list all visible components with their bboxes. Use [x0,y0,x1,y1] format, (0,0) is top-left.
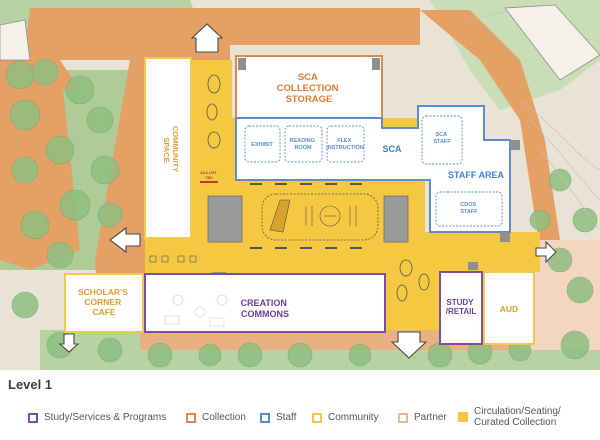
room-label: CORNER [84,297,121,307]
legend-label: Circulation/Seating/ Curated Collection [474,406,561,428]
room-label: CREATION [241,298,287,308]
room-label: EXHIBIT [251,142,273,148]
room-label: SCA [298,72,318,83]
room-label: SCA [382,144,402,154]
adjacent-building [0,19,31,61]
room-sca-staff [421,115,463,165]
room-label: STORAGE [286,94,333,105]
room-label: SPACE [162,137,171,162]
room-label: COLLECTION [277,83,339,94]
room-label: CAFE [92,307,115,317]
legend-swatch [458,412,468,422]
legend-label: Community [328,412,379,423]
ada-sign-left: ADA LIST TBD [200,171,218,183]
svg-text:COMMUNITY SPACE: COMMUNITY SPACE [162,126,180,174]
seating-pods [206,74,430,302]
room-label: COMMUNITY [171,126,180,172]
entrance-arrow-icon [390,331,428,359]
room-label: SCA [436,132,448,138]
structural-column [238,58,246,70]
entrance-arrow-icon [190,23,224,53]
room-reading-room [284,125,323,163]
legend-label: Collection [202,412,246,423]
svg-text:CDOS STAFF: CDOS STAFF [460,202,478,215]
structural-column [372,58,380,70]
central-seating [207,183,409,249]
room-label: READING [290,138,315,144]
svg-text:SCA STAFF: SCA STAFF [433,132,451,145]
paving-area [20,8,420,90]
room-label: STUDY [446,298,474,307]
room-label: COMMONS [241,309,289,319]
legend-swatch [186,412,196,423]
svg-text:EXHIBIT: EXHIBIT [251,142,273,148]
adjacent-building [504,4,600,81]
entrance-arrow-icon [58,333,80,353]
legend-item-collection: Collection [186,412,246,423]
legend-swatch [398,412,408,423]
legend-swatch [260,412,270,423]
legend-item-circulation: Circulation/Seating/ Curated Collection [458,406,561,428]
svg-text:READING ROOM: READING ROOM [290,138,317,151]
room-label: FLEX [337,138,351,144]
svg-text:ADA LIST TBD: ADA LIST TBD [200,171,217,180]
structural-column [510,140,520,150]
circulation-area [380,310,440,330]
room-label: STAFF AREA [448,170,504,180]
furniture [164,294,228,327]
svg-text:SCA: SCA [382,144,402,154]
room-sca-collection-storage [235,55,383,119]
structural-column [500,232,510,242]
room-label: ROOM [294,145,312,151]
room-label: INSTRUCTION [326,145,364,151]
svg-text:CREATION COMMONS: CREATION COMMONS [241,298,290,319]
legend-label: Staff [276,412,297,423]
legend-item-staff: Staff [260,412,296,423]
sign-label: ADA LIST [200,171,217,175]
entrance-arrow-icon [535,240,557,264]
room-cdos-staff [435,191,503,227]
room-flex-instruction [326,125,365,163]
paving-area [95,55,145,330]
zone-sca [235,105,511,233]
svg-text:AUD: AUD [500,304,518,314]
room-community-space [144,57,192,239]
level-title: Level 1 [8,377,53,392]
room-label: SCHOLAR'S [78,287,128,297]
legend-item-study: Study/Services & Programs [28,412,166,423]
legend-swatch [28,412,38,423]
paving-area [0,40,80,270]
room-label: STAFF [433,139,451,145]
structural-column [468,262,478,270]
room-label: CDOS [460,202,476,208]
svg-text:SCA COLLECTION STORAGE: SCA COLLECTION STORAGE [277,72,341,105]
entrance-arrow-icon [109,226,141,254]
room-label: STAFF [460,209,478,215]
room-study-retail [439,271,483,345]
room-scholars-corner-cafe [64,273,144,333]
window-marks [149,255,197,263]
svg-text:STAFF AREA: STAFF AREA [448,170,504,180]
sign-label: TBD [205,176,213,180]
room-label: AUD [500,304,518,314]
room-exhibit [244,125,281,163]
legend-item-partner: Partner [398,412,447,423]
svg-text:FLEX INSTRUCTION: FLEX INSTRUCTION [326,138,364,151]
legend-label: Partner [414,412,447,423]
svg-text:STUDY /RETAIL: STUDY /RETAIL [446,298,477,316]
room-creation-commons [144,273,386,333]
room-label: /RETAIL [446,307,477,316]
tree-canopies [5,58,598,368]
room-aud [483,271,535,345]
legend-item-community: Community [312,412,379,423]
svg-text:SCHOLAR'S CORNER CAFE: SCHOLAR'S CORNER CAFE [78,287,130,317]
legend-swatch [312,412,322,423]
legend-label: Study/Services & Programs [44,412,167,423]
